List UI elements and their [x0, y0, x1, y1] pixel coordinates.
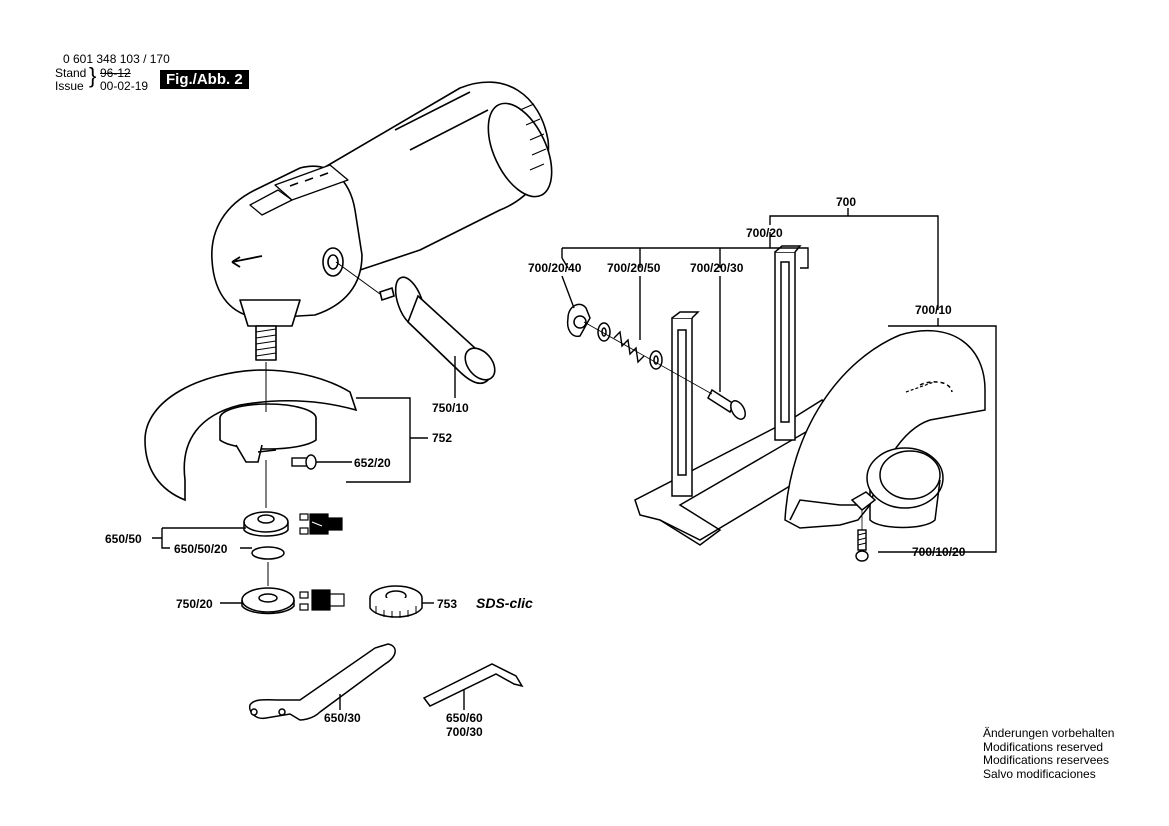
figure-badge: Fig./Abb. 2	[160, 70, 249, 89]
label-700-20-40: 700/20/40	[528, 261, 582, 275]
orientation-icon-clamp	[299, 589, 345, 611]
screw-700-10-20	[855, 529, 869, 562]
label-650-50-20: 650/50/20	[174, 542, 228, 556]
pin-spanner-wrench	[248, 643, 396, 721]
protective-guard	[144, 369, 358, 502]
angle-grinder-illustration	[211, 81, 553, 361]
issue-label: Issue	[55, 79, 84, 93]
label-700-30: 700/30	[446, 725, 483, 739]
notice-line-es: Salvo modificaciones	[983, 766, 1096, 781]
sds-clic-logo: SDS-clic	[476, 595, 533, 611]
clamping-flange	[241, 587, 295, 615]
label-700-10: 700/10	[915, 303, 952, 317]
cutting-guide-sled	[566, 245, 832, 546]
hex-key	[422, 663, 524, 707]
label-650-60: 650/60	[446, 711, 483, 725]
brace-glyph: }	[89, 63, 97, 88]
quick-clamp-nut	[369, 585, 423, 618]
label-650-50: 650/50	[105, 532, 142, 546]
mounting-flange	[243, 511, 289, 560]
notice-line-en: Modifications reserved	[983, 739, 1104, 754]
label-700-20-50: 700/20/50	[607, 261, 661, 275]
auxiliary-handle	[379, 276, 496, 385]
label-700-20-30: 700/20/30	[690, 261, 744, 275]
label-650-30: 650/30	[324, 711, 361, 725]
stand-value: 96-12	[100, 66, 131, 80]
label-700: 700	[836, 195, 856, 209]
label-752: 752	[432, 431, 452, 445]
screw-652-20	[291, 454, 317, 470]
assembly-line	[335, 261, 381, 295]
label-652-20: 652/20	[354, 456, 391, 470]
stand-label: Stand	[55, 66, 87, 80]
notice-line-de: Änderungen vorbehalten	[983, 726, 1115, 740]
assembly-line	[583, 321, 713, 395]
orientation-icon-flange	[299, 513, 343, 535]
label-753: 753	[437, 597, 457, 611]
notice-line-fr: Modifications reservees	[983, 753, 1110, 767]
label-750-10: 750/10	[432, 401, 469, 415]
modification-notice: Änderungen vorbehalten Modifications res…	[983, 726, 1115, 781]
label-700-10-20: 700/10/20	[912, 545, 966, 559]
issue-value: 00-02-19	[100, 79, 149, 93]
part-number: 0 601 348 103 / 170	[63, 52, 170, 66]
part-labels: 700 700/20 700/20/40 700/20/50 700/20/30…	[105, 195, 966, 739]
leader-lines	[152, 208, 997, 710]
label-750-20: 750/20	[176, 597, 213, 611]
cutting-guard	[784, 329, 986, 529]
label-700-20: 700/20	[746, 226, 783, 240]
